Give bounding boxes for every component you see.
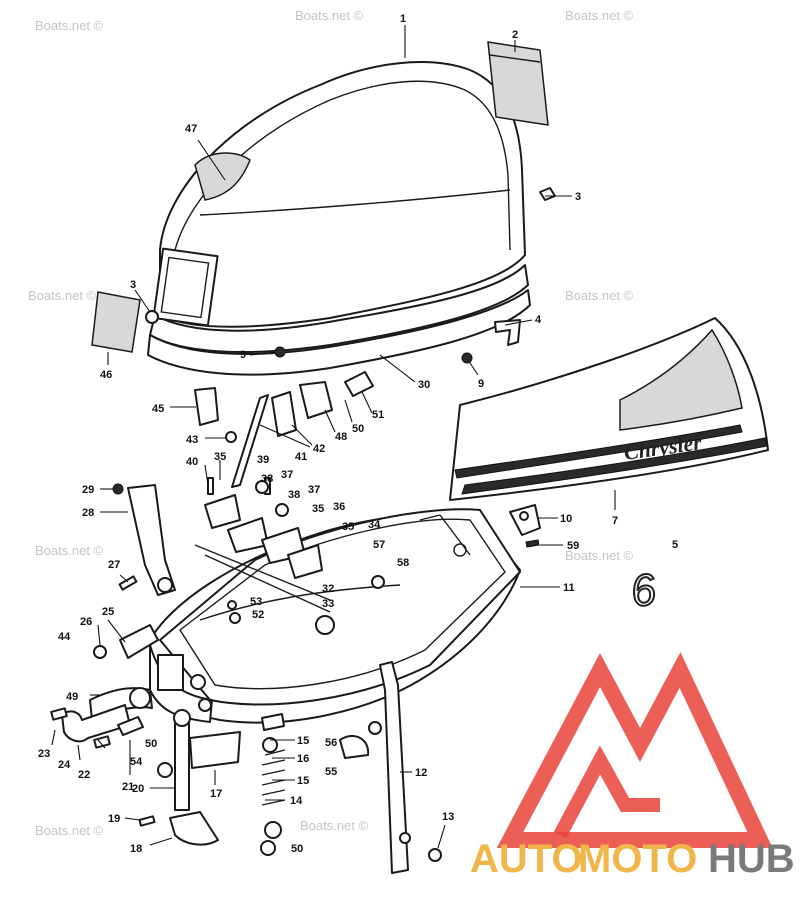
callout-49: 49 bbox=[66, 691, 78, 703]
callout-52: 52 bbox=[252, 609, 264, 621]
callout-21: 21 bbox=[122, 781, 134, 793]
callout-4: 4 bbox=[535, 314, 542, 326]
callout-2: 2 bbox=[512, 29, 518, 41]
callout-9b: 9 bbox=[478, 378, 484, 390]
callout-51: 51 bbox=[372, 409, 384, 421]
callout-16: 16 bbox=[297, 753, 309, 765]
logo-text-auto: AUTO bbox=[470, 837, 583, 881]
callout-18: 18 bbox=[130, 843, 142, 855]
callout-50c: 50 bbox=[291, 843, 303, 855]
callout-59: 59 bbox=[567, 540, 579, 552]
callout-38b: 38 bbox=[288, 489, 300, 501]
callout-40: 40 bbox=[186, 456, 198, 468]
callout-41: 41 bbox=[295, 451, 307, 463]
watermark: Boats.net © bbox=[28, 288, 97, 303]
bracket-28 bbox=[127, 484, 176, 596]
callout-1: 1 bbox=[400, 13, 406, 25]
callout-36: 36 bbox=[333, 501, 345, 513]
callout-35b: 35 bbox=[312, 503, 324, 515]
callout-12: 12 bbox=[415, 767, 427, 779]
callout-7: 7 bbox=[612, 515, 618, 527]
callout-44: 44 bbox=[58, 631, 71, 643]
side-decal: Chrysler bbox=[449, 317, 769, 501]
callout-50b: 50 bbox=[352, 423, 364, 435]
callout-20: 20 bbox=[132, 783, 144, 795]
callout-57: 57 bbox=[373, 539, 385, 551]
logo-text-hub: HUB bbox=[708, 837, 795, 881]
callout-48: 48 bbox=[335, 431, 347, 443]
callout-38: 38 bbox=[261, 473, 273, 485]
callout-25: 25 bbox=[102, 606, 114, 618]
callout-58: 58 bbox=[397, 557, 409, 569]
logo-text-moto: MOTO bbox=[578, 837, 697, 881]
watermark: Boats.net © bbox=[295, 8, 364, 23]
callout-30: 30 bbox=[418, 379, 430, 391]
callout-3b: 3 bbox=[130, 279, 136, 291]
callout-39: 39 bbox=[257, 454, 269, 466]
latch-parts bbox=[494, 319, 541, 548]
model-digit: 6 bbox=[627, 565, 660, 618]
callout-5: 5 bbox=[672, 539, 678, 551]
callout-27: 27 bbox=[108, 559, 120, 571]
callout-15b: 15 bbox=[297, 775, 309, 787]
callout-53: 53 bbox=[250, 596, 262, 608]
callout-13: 13 bbox=[442, 811, 454, 823]
callout-47: 47 bbox=[185, 123, 197, 135]
callout-32: 32 bbox=[322, 583, 334, 595]
callout-43: 43 bbox=[186, 434, 198, 446]
callout-35: 35 bbox=[214, 451, 226, 463]
callout-45: 45 bbox=[152, 403, 164, 415]
small-fasteners bbox=[227, 480, 385, 624]
lower-parts bbox=[138, 661, 442, 874]
watermark: Boats.net © bbox=[300, 818, 369, 833]
callout-11: 11 bbox=[563, 582, 575, 594]
lower-cowl bbox=[149, 508, 521, 724]
callout-29: 29 bbox=[82, 484, 94, 496]
callout-labels: 1 2 3 3 4 5 7 9 9 10 11 12 13 14 15 15 1… bbox=[38, 13, 678, 855]
watermark: Boats.net © bbox=[35, 823, 104, 838]
callout-17: 17 bbox=[210, 788, 222, 800]
watermark: Boats.net © bbox=[565, 548, 634, 563]
watermark: Boats.net © bbox=[35, 18, 104, 33]
callout-19: 19 bbox=[108, 813, 120, 825]
callout-56: 56 bbox=[325, 737, 337, 749]
callout-50: 50 bbox=[145, 738, 157, 750]
leader-lines bbox=[51, 25, 616, 849]
callout-37b: 37 bbox=[308, 484, 320, 496]
callout-24: 24 bbox=[58, 759, 71, 771]
automotohub-logo: AUTO MOTO HUB bbox=[470, 652, 795, 881]
callout-55: 55 bbox=[325, 766, 337, 778]
callout-34: 34 bbox=[368, 519, 381, 531]
decal-2 bbox=[487, 41, 549, 126]
left-side-parts bbox=[50, 483, 159, 749]
callout-26: 26 bbox=[80, 616, 92, 628]
watermark: Boats.net © bbox=[35, 543, 104, 558]
watermark: Boats.net © bbox=[565, 288, 634, 303]
callout-14: 14 bbox=[290, 795, 303, 807]
callout-3: 3 bbox=[575, 191, 581, 203]
callout-10: 10 bbox=[560, 513, 572, 525]
callout-35c: 35 bbox=[342, 521, 354, 533]
callout-9: 9 bbox=[240, 349, 246, 361]
decal-46 bbox=[91, 291, 141, 353]
callout-42: 42 bbox=[313, 443, 325, 455]
callout-15: 15 bbox=[297, 735, 309, 747]
callout-54: 54 bbox=[130, 756, 143, 768]
watermark: Boats.net © bbox=[565, 8, 634, 23]
callout-46: 46 bbox=[100, 369, 112, 381]
callout-28: 28 bbox=[82, 507, 94, 519]
top-cowl bbox=[145, 61, 556, 376]
linkage-parts bbox=[194, 371, 374, 613]
callout-33: 33 bbox=[322, 598, 334, 610]
callout-22: 22 bbox=[78, 769, 90, 781]
callout-37: 37 bbox=[281, 469, 293, 481]
callout-23: 23 bbox=[38, 748, 50, 760]
